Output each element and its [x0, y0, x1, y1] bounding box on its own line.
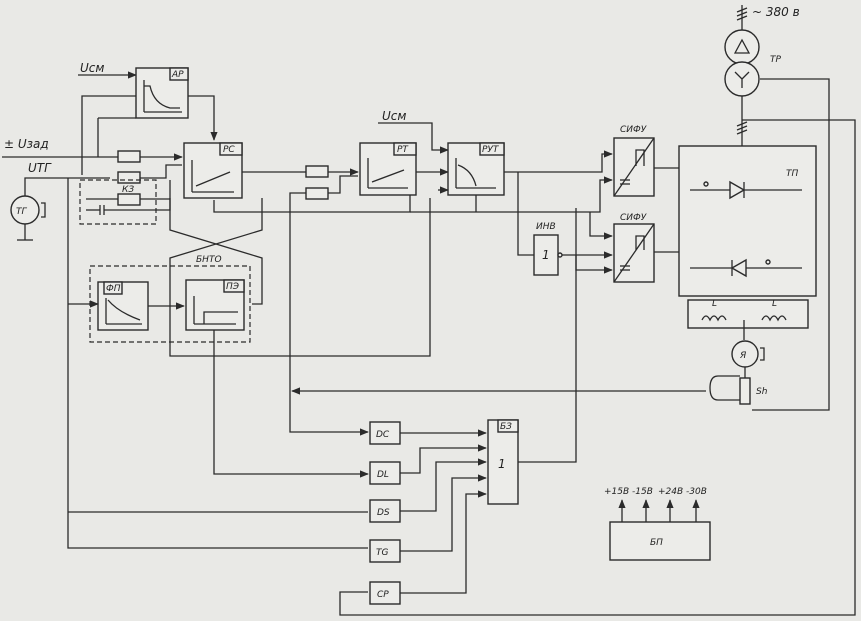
rut-label: РУТ	[482, 145, 500, 155]
thyristor-icon	[729, 180, 746, 200]
rt-label: РТ	[397, 145, 409, 155]
power-supply: ~ 380 в ТР	[339, 5, 856, 616]
bp-block: БП +15В -15В +24В -30В	[604, 487, 711, 561]
ar-label: АР	[171, 70, 184, 80]
tg-feedback-bus	[67, 178, 368, 549]
bp-output-1: +15В	[604, 487, 629, 497]
inv-block: ИНВ 1	[517, 172, 613, 276]
bnto-label: БНТО	[196, 255, 222, 265]
inv-number: 1	[542, 248, 550, 262]
rut-block: РУТ	[410, 142, 613, 213]
delta-symbol-icon	[733, 38, 751, 54]
sifu-block-1: СИФУ	[613, 125, 709, 197]
current-shunt: Sh	[291, 375, 768, 405]
sifu1-label: СИФУ	[620, 125, 647, 135]
choke1-label: L	[712, 299, 717, 309]
rs-label: РС	[223, 145, 235, 155]
bnto-group: БНТО ФП ПЭ	[68, 255, 369, 478]
tachogenerator: ТГ	[10, 177, 110, 241]
supply-voltage-label: ~ 380 в	[752, 5, 800, 19]
thyristor-icon	[730, 258, 747, 278]
wye-symbol-icon	[734, 71, 750, 88]
tg-protection-label: TG	[376, 548, 388, 558]
bz-block: БЗ 1	[487, 208, 577, 505]
pe-label: ПЭ	[226, 282, 240, 292]
kz-label: КЗ	[122, 185, 134, 195]
pulse-icon	[635, 235, 645, 250]
inv-label: ИНВ	[536, 222, 556, 232]
motor-label: Я	[739, 351, 746, 361]
rt-block: РТ	[213, 142, 449, 213]
fp-label: ФП	[106, 284, 121, 294]
ucm-input-label-mid: Uсм	[382, 109, 406, 123]
smoothing-chokes: L L	[687, 299, 809, 340]
shunt-label: Sh	[756, 387, 768, 397]
kz-block: КЗ	[79, 179, 171, 225]
input-signals: Uсм ± Uзад UТГ Uсм	[2, 61, 449, 175]
rt-input-resistors	[289, 165, 369, 436]
bp-label: БП	[650, 538, 663, 548]
bp-output-3: +24В	[658, 487, 683, 497]
dc-label: DC	[376, 430, 390, 440]
tg-label: ТГ	[16, 207, 27, 217]
sifu2-label: СИФУ	[620, 213, 647, 223]
dl-label: DL	[377, 470, 389, 480]
protection-blocks: DC DL DS TG CP	[369, 421, 487, 605]
choke2-label: L	[772, 299, 777, 309]
dc-motor: Я	[731, 340, 765, 378]
ucm-input-label-top: Uсм	[80, 61, 104, 75]
pulse-icon	[635, 149, 645, 166]
bp-output-2: -15В	[632, 487, 653, 497]
tp-label: ТП	[786, 169, 798, 179]
uzad-input-label: ± Uзад	[4, 137, 49, 151]
tp-block: ТП	[678, 145, 817, 297]
bz-label: БЗ	[500, 422, 512, 432]
cp-label: CP	[377, 590, 389, 600]
transformer-primary-winding	[724, 29, 760, 65]
utg-input-label: UТГ	[28, 161, 52, 175]
transformer-label: ТР	[770, 55, 781, 65]
rs-block: РС	[169, 142, 431, 357]
ar-block: АР	[81, 67, 218, 175]
input-resistors	[97, 117, 183, 184]
bp-output-4: -30В	[686, 487, 707, 497]
ds-label: DS	[377, 508, 390, 518]
bz-number: 1	[498, 457, 506, 471]
